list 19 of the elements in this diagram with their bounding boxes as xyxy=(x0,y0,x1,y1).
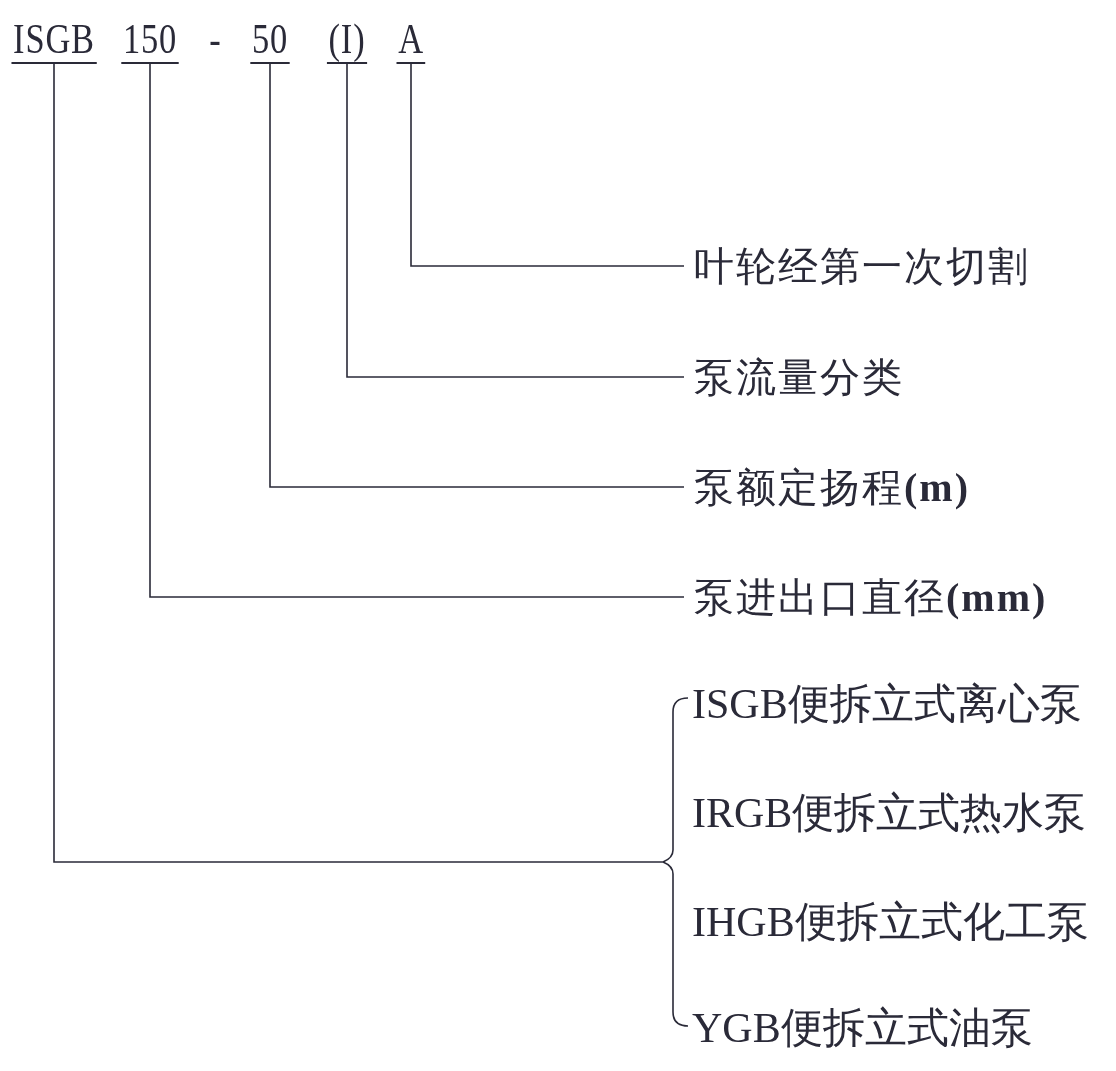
pump-type-label: IRGB便拆立式热水泵 xyxy=(674,787,1087,839)
pump-type-label: ISGB便拆立式离心泵 xyxy=(674,678,1082,730)
model-code-segment: 50 xyxy=(250,16,290,64)
model-code-segment: ISGB xyxy=(11,16,97,64)
pump-type-label: YGB便拆立式油泵 xyxy=(674,1002,1033,1054)
model-code-segment: A xyxy=(396,16,426,64)
separator-dash: - xyxy=(209,16,221,62)
description-label: 叶轮经第一次切割 xyxy=(684,241,1030,291)
leader-line xyxy=(269,63,685,488)
leader-line xyxy=(410,63,685,267)
pump-type-label: IHGB便拆立式化工泵 xyxy=(674,896,1089,948)
model-code-segment: (I) xyxy=(326,16,368,64)
description-label: 泵进出口直径(mm) xyxy=(684,571,1048,623)
description-label: 泵流量分类 xyxy=(684,352,904,402)
leader-line xyxy=(346,63,685,378)
leader-line xyxy=(149,63,685,598)
brace-leader-line xyxy=(53,63,689,1027)
model-code-segment: 150 xyxy=(121,16,179,64)
description-label: 泵额定扬程(m) xyxy=(684,461,970,513)
